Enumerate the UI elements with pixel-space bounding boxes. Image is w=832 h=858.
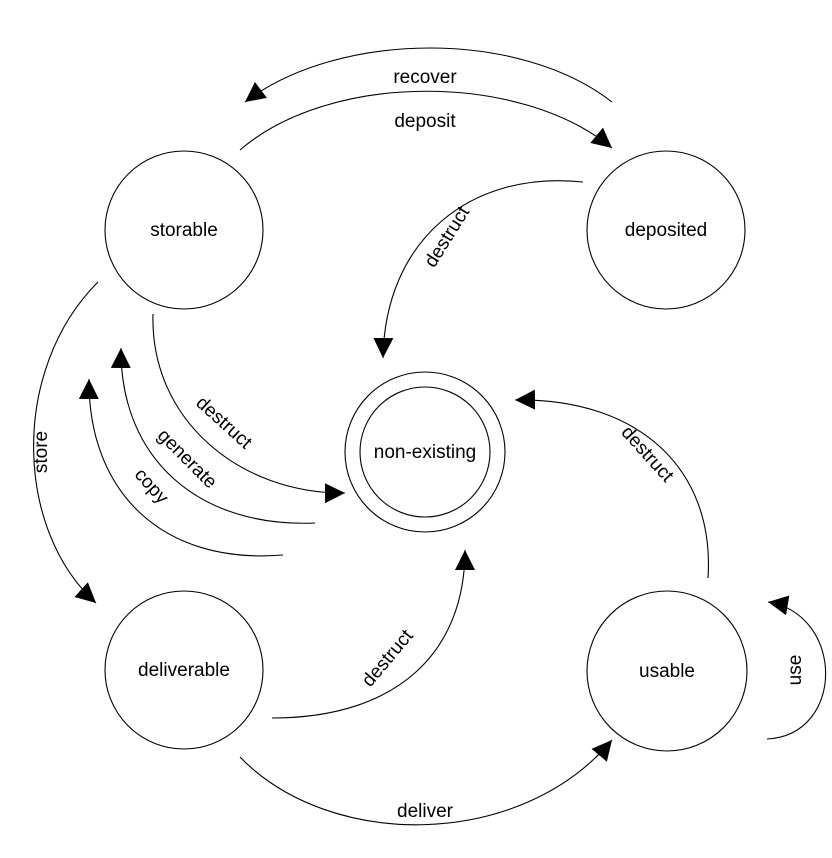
edge-deliver xyxy=(239,739,613,826)
edge-use xyxy=(766,595,826,740)
state-label: non-existing xyxy=(374,442,476,463)
edge-deliverable-destruct xyxy=(271,549,475,719)
state-label: storable xyxy=(150,220,218,241)
edge-label-deliverable-destruct: destruct xyxy=(358,625,418,691)
edge-storable-destruct xyxy=(152,313,346,504)
edge-label-store: store xyxy=(31,431,52,473)
state-label: deposited xyxy=(625,220,707,241)
state-non-existing[interactable]: non-existing xyxy=(344,371,506,533)
edge-deposited-destruct xyxy=(373,180,584,359)
edge-label-usable-destruct: destruct xyxy=(617,422,678,487)
edge-label-storable-destruct: destruct xyxy=(192,392,257,453)
state-storable[interactable]: storable xyxy=(104,150,264,310)
edge-recover xyxy=(244,47,613,103)
edge-label-recover: recover xyxy=(393,67,457,88)
state-usable[interactable]: usable xyxy=(586,590,748,752)
edge-copy xyxy=(78,378,284,557)
state-deliverable[interactable]: deliverable xyxy=(104,590,264,750)
edge-deposit xyxy=(239,90,613,151)
edge-label-deposited-destruct: destruct xyxy=(421,202,475,271)
edge-label-deliver: deliver xyxy=(397,801,454,822)
state-deposited[interactable]: deposited xyxy=(586,150,746,310)
state-label: deliverable xyxy=(138,660,230,681)
edge-label-deposit: deposit xyxy=(394,111,456,132)
edge-store xyxy=(33,281,99,604)
edge-label-use: use xyxy=(785,655,806,686)
state-label: usable xyxy=(639,661,695,682)
edge-generate xyxy=(110,347,316,524)
edge-usable-destruct xyxy=(514,389,709,579)
